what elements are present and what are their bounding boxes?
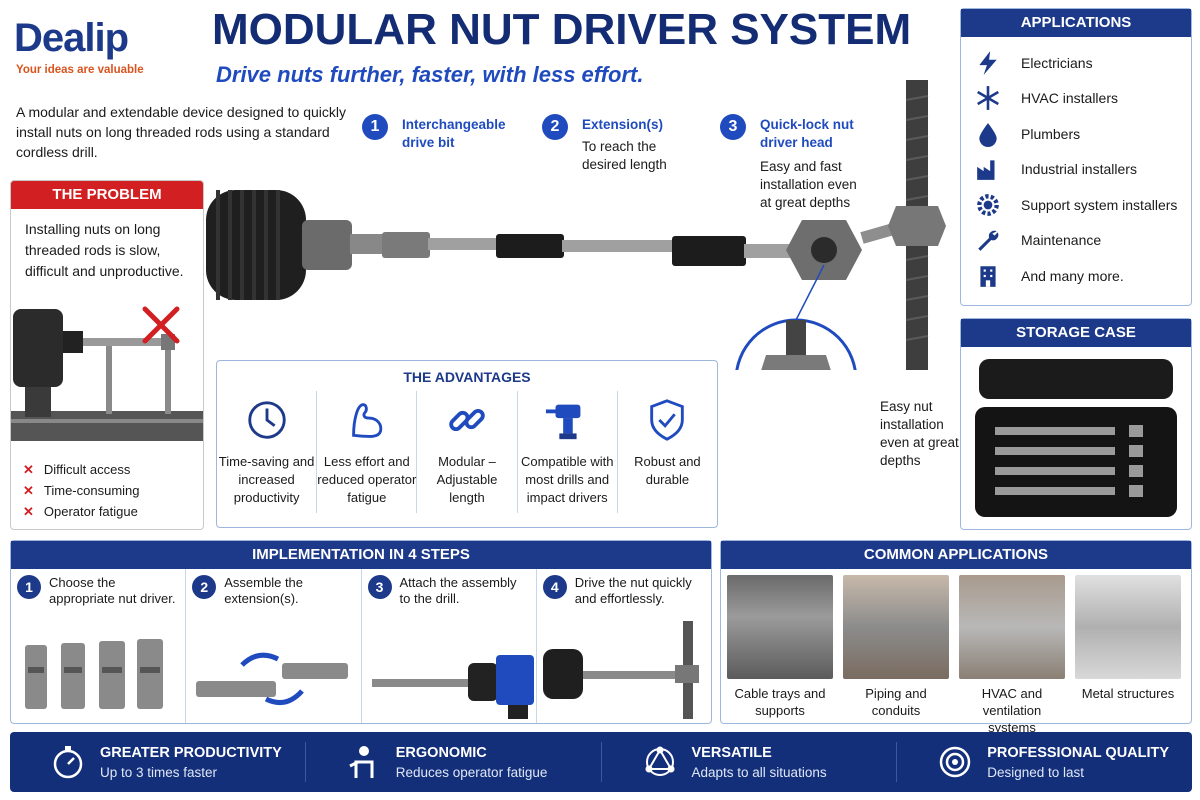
network-icon [645,746,674,776]
application-item: And many more. [975,258,1191,294]
application-item: Industrial installers [975,152,1191,188]
storage-case-panel: STORAGE CASE [960,318,1192,530]
problem-item: ✕Time-consuming [23,483,140,498]
advantage-item: Time-saving and increased productivity [217,391,318,513]
wrench-icon [978,231,999,252]
muscle-icon [351,403,383,438]
storage-case-illustration [975,359,1177,517]
factory-icon [977,160,995,181]
clock-icon [247,401,286,439]
building-icon [980,266,996,287]
assemble-illustration [196,652,349,706]
hvac-photo [959,575,1065,679]
gear-icon [977,193,999,216]
shield-check-icon [650,399,685,441]
advantage-item: Less effort and reduced operator fatigue [317,391,418,513]
implementation-title: IMPLEMENTATION IN 4 STEPS [11,541,711,569]
intro-text: A modular and extendable device designed… [16,104,346,160]
common-application-item: Cable trays and supports [727,575,833,736]
applications-panel: APPLICATIONS Electricians HVAC installer… [960,8,1192,306]
application-item: Plumbers [975,116,1191,152]
page-subtitle: Drive nuts further, faster, with less ef… [216,62,644,87]
drive-nut-illustration [542,621,699,719]
drill-problem-illustration [11,306,203,441]
application-item: HVAC installers [975,81,1191,117]
worker-icon [349,746,374,778]
advantages-panel: THE ADVANTAGES Time-saving and increased… [216,360,718,528]
callout-drive-bit: Interchangeable drive bit [402,117,506,150]
cable-tray-photo [727,575,833,679]
problem-panel: THE PROBLEM Installing nuts on long thre… [10,180,204,530]
nut-driver-assembly-illustration [206,80,946,370]
zoom-caption: Easy nut installation even at great dept… [880,399,959,468]
callout-number: 1 [362,114,388,140]
snowflake-icon [977,86,999,111]
application-item: Electricians [975,45,1191,81]
piping-photo [843,575,949,679]
advantage-item: Compatible with most drills and impact d… [518,391,618,513]
common-application-item: Piping and conduits [843,575,949,736]
common-applications-title: COMMON APPLICATIONS [721,541,1191,569]
storage-title: STORAGE CASE [961,319,1191,347]
callout-number: 3 [720,114,746,140]
problem-item: ✕Operator fatigue [23,504,138,519]
common-applications-panel: COMMON APPLICATIONS Cable trays and supp… [720,540,1192,735]
applications-title: APPLICATIONS [961,9,1191,37]
water-drop-icon [979,122,997,147]
application-item: Maintenance [975,223,1191,259]
lightning-icon [979,50,997,75]
stopwatch-icon [53,746,83,779]
common-application-item: HVAC and ventilation systems [959,575,1065,736]
brand-tagline: Your ideas are valuable [16,64,144,76]
common-application-item: Metal structures [1075,575,1181,736]
advantage-item: Modular – Adjustable length [417,391,518,513]
problem-text: Installing nuts on long threaded rods is… [25,221,184,279]
chain-link-icon [449,408,485,432]
callout-number: 2 [542,114,568,140]
advantage-item: Robust and durable [618,391,717,513]
callout-extension: Extension(s)To reach the desired length [582,117,667,172]
problem-item: ✕Difficult access [23,462,131,477]
attach-drill-illustration [371,655,534,719]
problem-title: THE PROBLEM [11,181,203,209]
page-title: MODULAR NUT DRIVER SYSTEM [212,5,912,54]
nut-drivers-illustration [25,639,163,709]
drill-icon [546,404,581,440]
brand-logo: Dealip [14,16,129,60]
target-icon [940,746,971,778]
red-x-icon [142,306,180,344]
metal-structure-photo [1075,575,1181,679]
application-item: Support system installers [975,187,1191,223]
advantages-title: THE ADVANTAGES [403,369,531,385]
